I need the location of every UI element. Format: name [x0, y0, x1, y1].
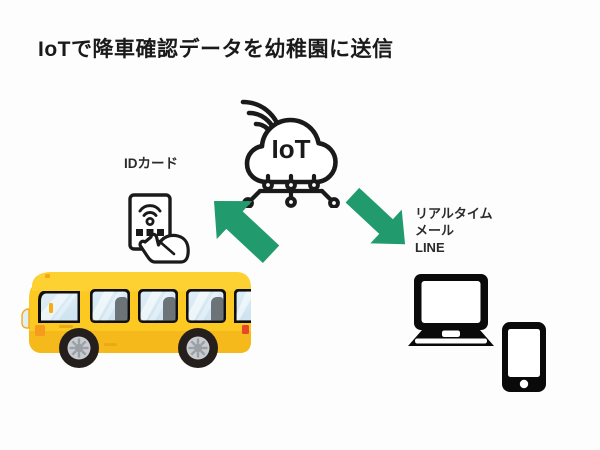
iot-cloud-label: IoT: [272, 134, 311, 164]
iot-cloud-icon: IoT: [233, 96, 349, 208]
output-line-realtime: リアルタイム: [415, 206, 493, 221]
output-line-mail: メール: [415, 223, 455, 238]
page-title: IoTで降車確認データを幼稚園に送信: [38, 38, 394, 61]
hand-holding-card-icon: [118, 192, 198, 264]
laptop-icon: [408, 272, 500, 356]
output-channels-label: リアルタイム メール LINE: [415, 205, 493, 256]
id-card-label: IDカード: [124, 156, 178, 171]
school-bus-icon: [18, 265, 268, 370]
bus-front-wheel: [59, 328, 99, 368]
output-line-line: LINE: [415, 240, 445, 255]
bus-rear-wheel: [178, 328, 218, 368]
arrow-cloud-to-devices-icon: [335, 178, 421, 260]
smartphone-icon: [500, 320, 548, 394]
arrow-card-to-cloud-icon: [196, 186, 292, 272]
